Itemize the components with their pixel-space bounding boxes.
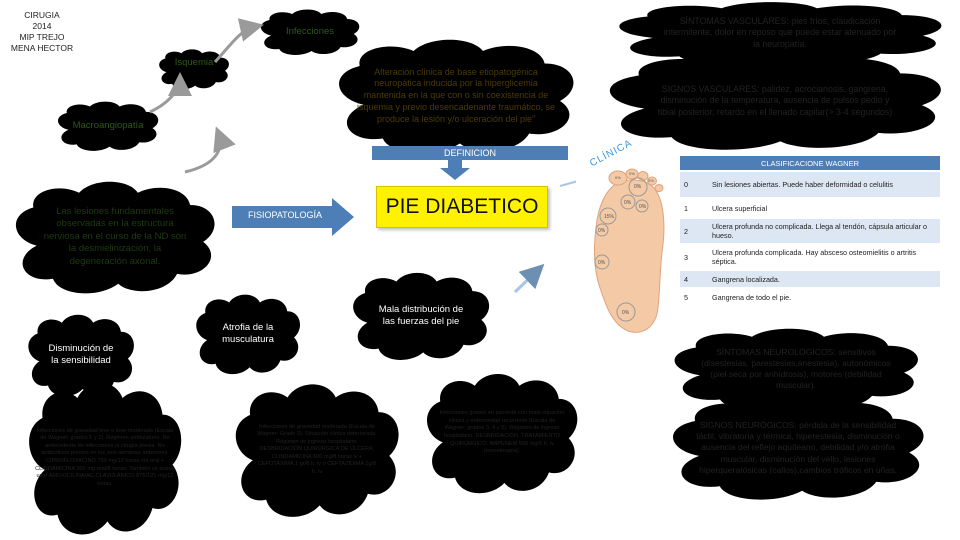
tratamiento-leve-text: Infecciones de gravedad leve o leve-mode… (35, 428, 175, 488)
title-box: PIE DIABETICO (376, 186, 548, 228)
wagner-title-bar: CLASIFICACIONE WAGNER (680, 156, 940, 170)
foot-label-3: 0% (624, 200, 632, 206)
foot-label-1: 0% (634, 184, 642, 190)
lesiones-text: Las lesiones fundamentales observadas en… (40, 206, 190, 268)
wagner-desc: Gangrena de todo el pie. (708, 288, 940, 306)
signos-vasculares-text: SIGNOS VASCULARES: palidez, acrocianosis… (655, 84, 895, 118)
signos-vasculares-cloud: SIGNOS VASCULARES: palidez, acrocianosis… (590, 50, 960, 152)
foot-label-9: 0% (629, 171, 635, 176)
wagner-grade: 2 (680, 218, 708, 244)
wagner-grade: 5 (680, 288, 708, 306)
wagner-desc: Gangrena localizada. (708, 270, 940, 288)
wagner-desc: Ulcera superficial (708, 198, 940, 218)
wagner-row: 5 Gangrena de todo el pie. (680, 288, 940, 306)
wagner-row: 2 Ulcera profunda no complicada. Llega a… (680, 218, 940, 244)
wagner-grade: 1 (680, 198, 708, 218)
infecciones-label: Infecciones (286, 26, 334, 38)
wagner-row: 1 Ulcera superficial (680, 198, 940, 218)
arrow-pie-macro (185, 132, 220, 172)
foot-label-8: 0% (615, 175, 621, 180)
tratamiento-moderada-cloud: Infecciones de gravedad moderada (Escala… (226, 380, 408, 520)
definicion-cloud: Alteración clínica de base etiopatogénic… (325, 36, 587, 156)
arrow-macro-isquemia (150, 78, 180, 112)
foot-pressure-illustration: 0% 15% 0% 0% 0% 0% 0% 0% 0% 0% (576, 166, 674, 338)
wagner-title: CLASIFICACIONE WAGNER (761, 159, 859, 168)
sintomas-vasculares-text: SÍNTOMAS VASCULARES: pies fríos, claudic… (660, 16, 900, 50)
macroangiopatia-label: Macroangiopatía (73, 120, 144, 132)
wagner-desc: Sin lesiones abiertas. Puede haber defor… (708, 172, 940, 198)
signos-neurologicos-text: SIGNOS NEURÓGICOS: pérdida de la sensibi… (696, 420, 901, 476)
wagner-row: 4 Gangrena localizada. (680, 270, 940, 288)
tratamiento-grave-cloud: Infecciones graves en paciente con mala … (418, 370, 586, 496)
isquemia-label: Isquemia (175, 57, 214, 69)
definicion-text: Alteración clínica de base etiopatogénic… (354, 67, 559, 125)
wagner-desc: Ulcera profunda complicada. Hay absceso … (708, 244, 940, 270)
disminucion-text: Disminución de la sensibilidad (46, 343, 116, 368)
definicion-arrow-icon (440, 158, 470, 180)
definicion-bar: DEFINICION (372, 146, 568, 160)
foot-label-10: 0% (648, 178, 654, 183)
wagner-desc: Ulcera profunda no complicada. Llega al … (708, 218, 940, 244)
atrofia-cloud: Atrofia de la musculatura (190, 292, 306, 376)
signos-neurologicos-cloud: SIGNOS NEURÓGICOS: pérdida de la sensibi… (658, 394, 938, 502)
foot-label-2: 15% (604, 214, 615, 220)
lesiones-cloud: Las lesiones fundamentales observadas en… (4, 178, 226, 296)
foot-label-7: 0% (622, 310, 630, 316)
sintomas-neurologicos-text: SÍNTOMAS NEUROLÓGICOS: sensitivos (dises… (696, 347, 896, 392)
arrow-mala-distribucion (515, 268, 540, 292)
fisiopatologia-label: FISIOPATOLOGÍA (240, 210, 330, 220)
wagner-row: 0 Sin lesiones abiertas. Puede haber def… (680, 172, 940, 198)
foot-label-4: 0% (639, 204, 647, 210)
mala-distribucion-cloud: Mala distribución de las fuerzas del pie (345, 270, 497, 362)
wagner-grade: 4 (680, 270, 708, 288)
wagner-grade: 3 (680, 244, 708, 270)
tratamiento-moderada-text: Infecciones de gravedad moderada (Escala… (255, 424, 379, 477)
arrow-isquemia-infecciones (215, 26, 258, 62)
mala-distribucion-text: Mala distribución de las fuerzas del pie (376, 304, 466, 329)
definicion-bar-label: DEFINICION (444, 148, 496, 158)
page-title: PIE DIABETICO (386, 195, 539, 219)
wagner-row: 3 Ulcera profunda complicada. Hay absces… (680, 244, 940, 270)
foot-label-5: 0% (598, 228, 606, 234)
wagner-table: 0 Sin lesiones abiertas. Puede haber def… (680, 172, 940, 307)
foot-label-6: 0% (598, 260, 606, 266)
tratamiento-grave-text: Infecciones graves en paciente con mala … (440, 410, 565, 455)
wagner-grade: 0 (680, 172, 708, 198)
tratamiento-leve-cloud: Infecciones de gravedad leve o leve-mode… (20, 378, 190, 538)
atrofia-text: Atrofia de la musculatura (213, 322, 283, 347)
